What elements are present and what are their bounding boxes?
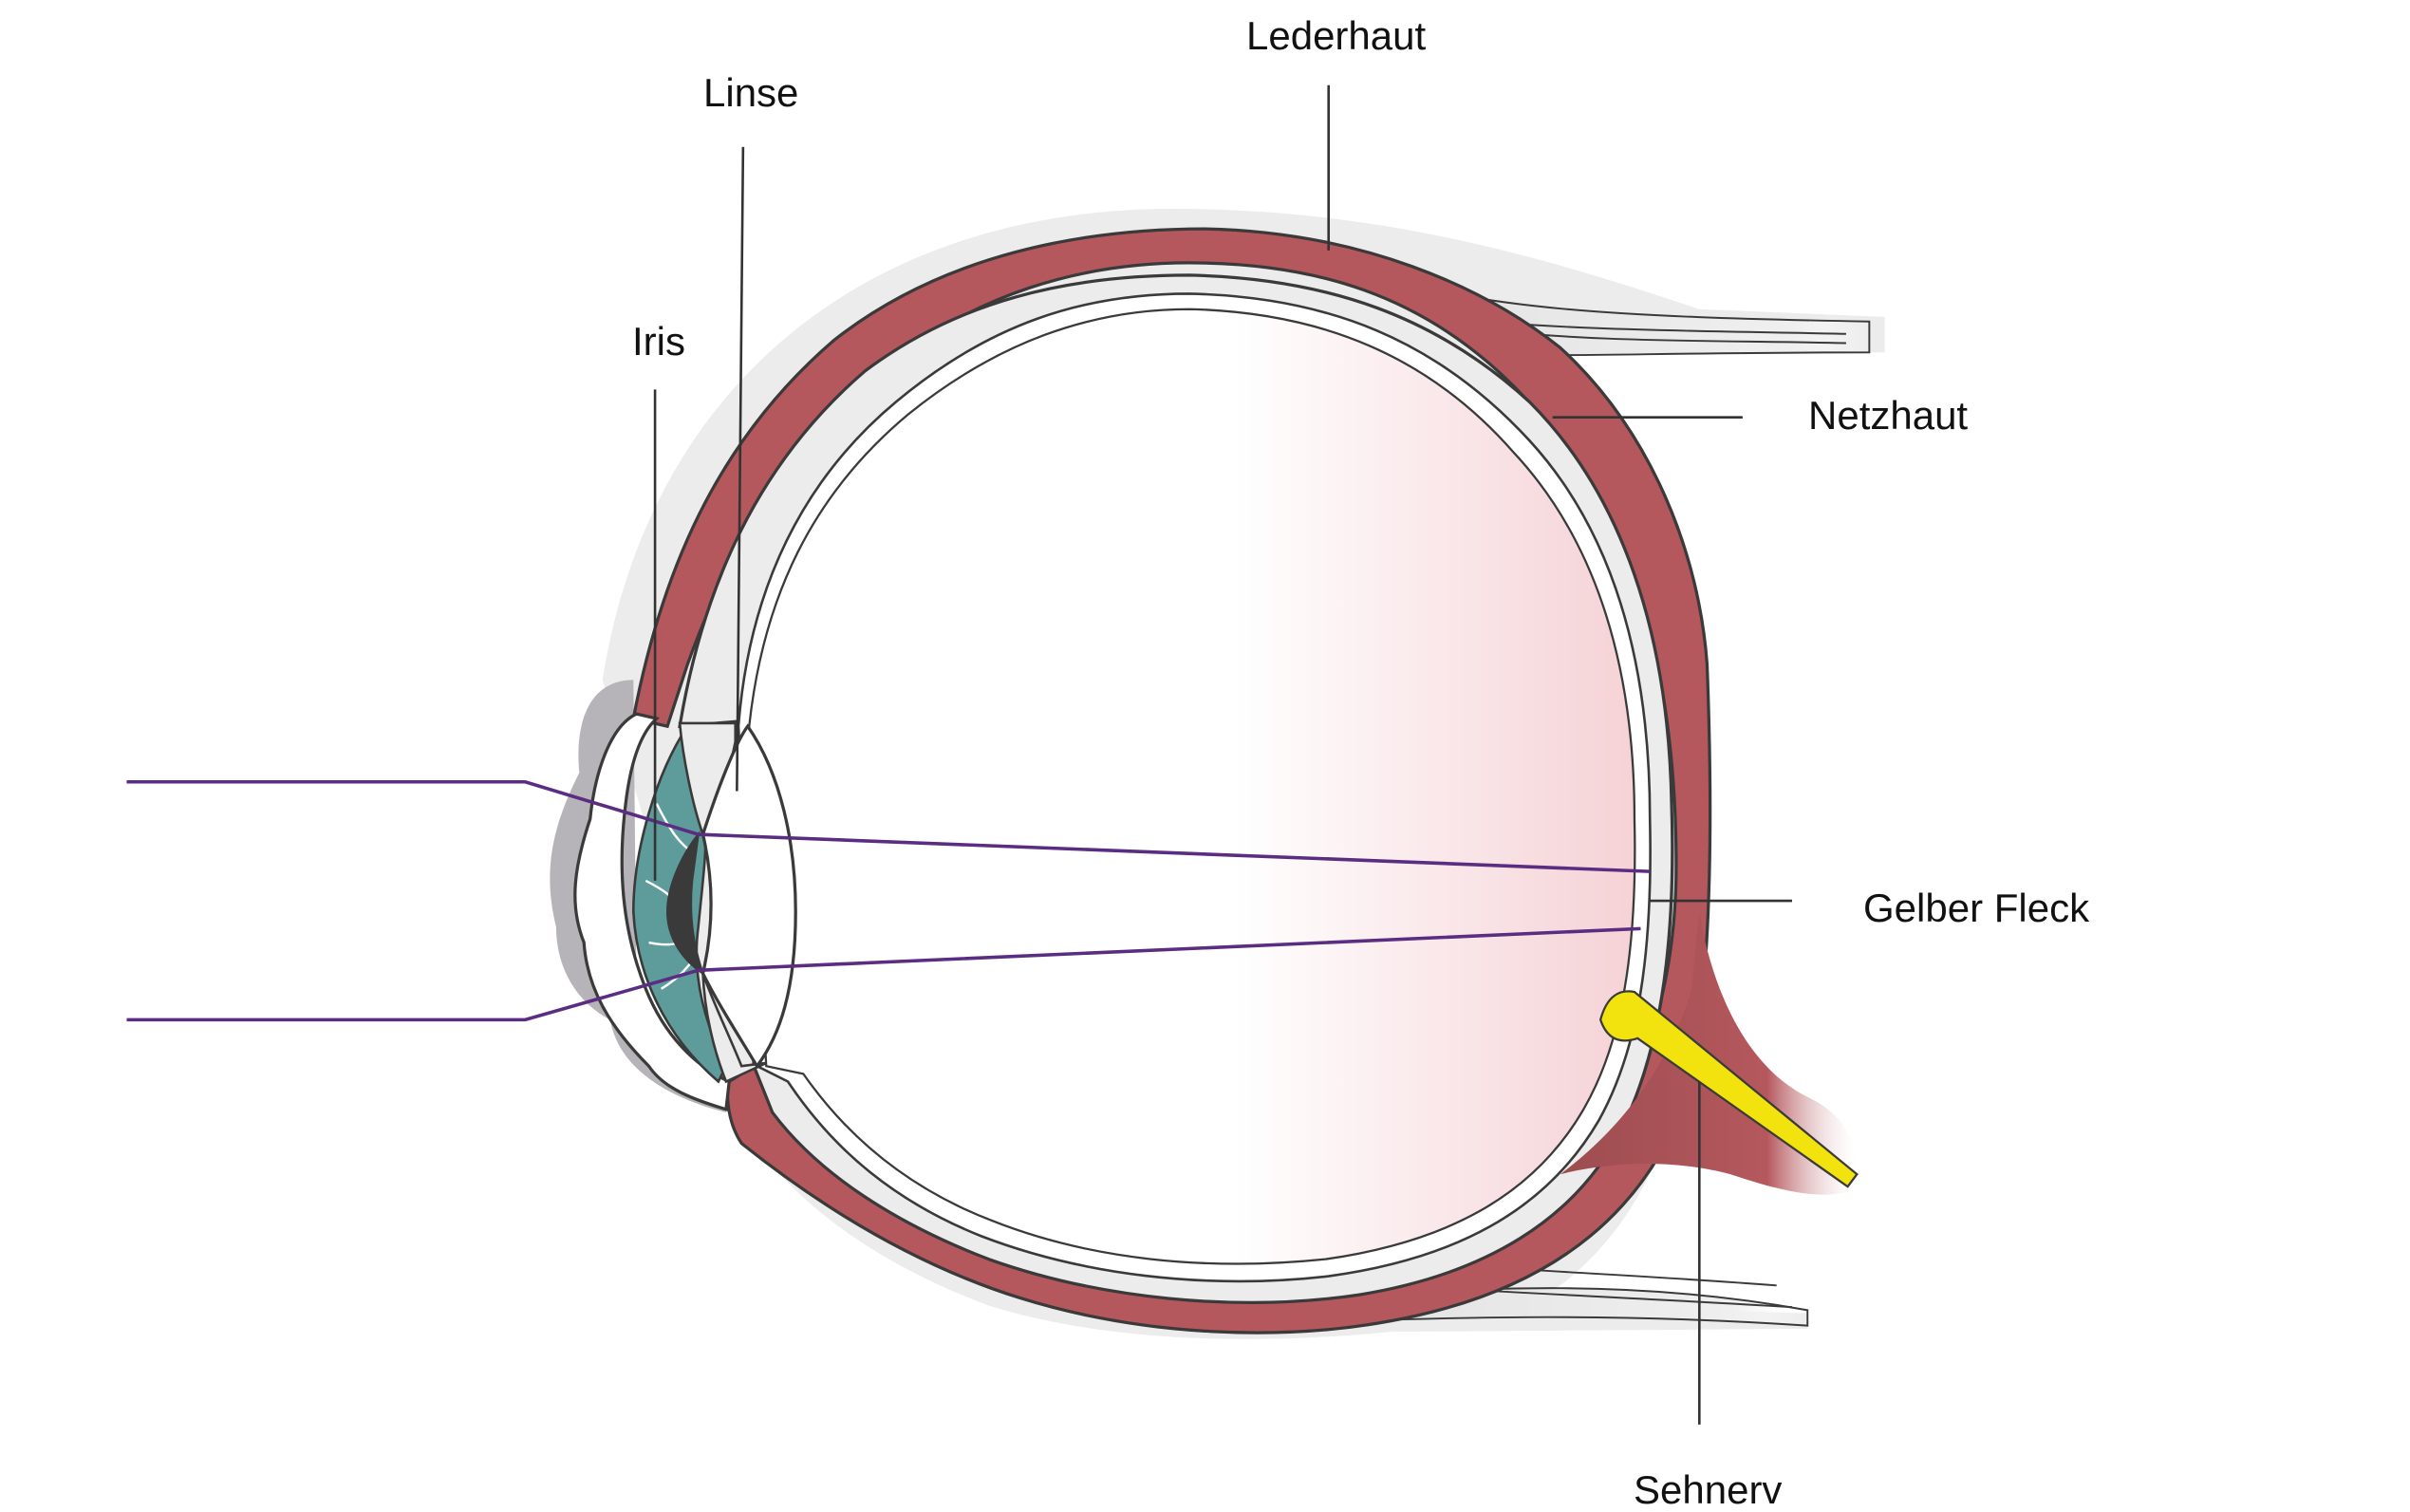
label-gelber-fleck: Gelber Fleck bbox=[1863, 886, 2090, 930]
label-netzhaut: Netzhaut bbox=[1808, 393, 1969, 438]
light-ray-lower bbox=[126, 926, 1641, 1022]
light-ray-upper bbox=[126, 779, 1651, 873]
label-linse: Linse bbox=[703, 70, 799, 115]
label-lederhaut: Lederhaut bbox=[1246, 13, 1427, 58]
sclera bbox=[631, 227, 1712, 1335]
lens bbox=[701, 723, 797, 1070]
vitreous-body bbox=[746, 308, 1636, 1265]
label-iris: Iris bbox=[632, 319, 685, 364]
cornea bbox=[573, 712, 731, 1111]
optic-nerve bbox=[1598, 990, 1859, 1188]
pupil bbox=[665, 831, 705, 977]
leader-linse bbox=[736, 146, 745, 792]
label-sehnerv: Sehnerv bbox=[1634, 1467, 1783, 1512]
ciliary-body-lower bbox=[701, 973, 767, 1084]
